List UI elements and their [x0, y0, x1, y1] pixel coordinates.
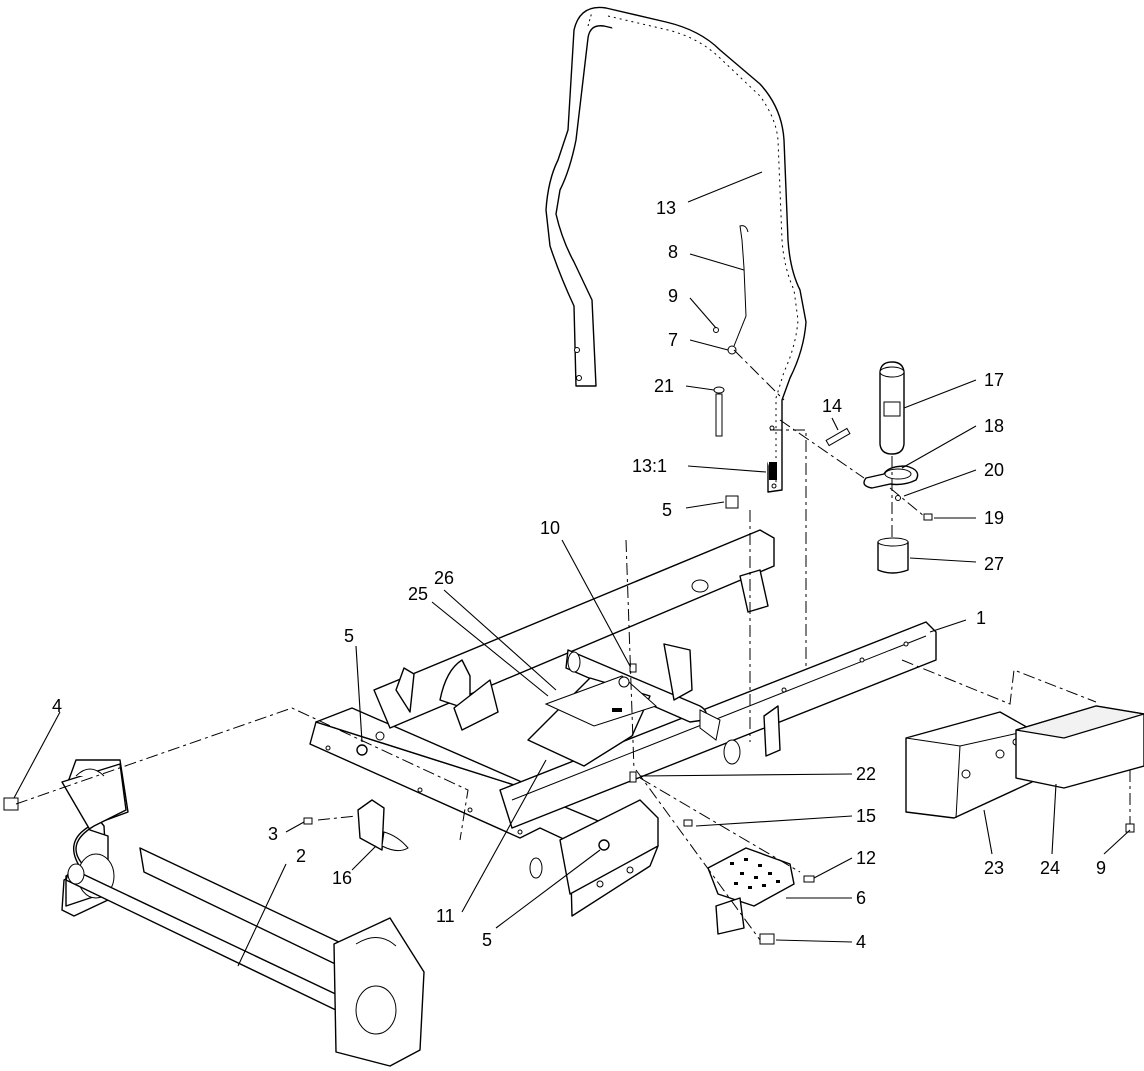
callout-5-bottom: 5: [482, 930, 492, 950]
rear-bumper: [61, 759, 425, 1067]
callout-21: 21: [654, 376, 674, 396]
callout-23: 23: [984, 858, 1004, 878]
callout-1: 1: [976, 608, 986, 628]
callout-5-left: 5: [344, 626, 354, 646]
callout-22: 22: [856, 764, 876, 784]
callout-18: 18: [984, 416, 1004, 436]
callout-17: 17: [984, 370, 1004, 390]
roll-bar: [545, 6, 807, 493]
callout-7: 7: [668, 330, 678, 350]
hook-rod: [713, 225, 749, 437]
callout-19: 19: [984, 508, 1004, 528]
callout-27: 27: [984, 554, 1004, 574]
callout-20: 20: [984, 460, 1004, 480]
callout-13-1: 13:1: [632, 456, 667, 476]
cup-holder-assembly: [825, 361, 933, 574]
leader-lines: [13, 171, 1131, 967]
callout-6: 6: [856, 888, 866, 908]
callout-11: 11: [436, 906, 455, 926]
callout-4-left: 4: [52, 696, 62, 716]
callout-4-bottom: 4: [856, 932, 866, 952]
callout-10: 10: [540, 518, 560, 538]
callout-13: 13: [656, 198, 676, 218]
callout-2: 2: [296, 846, 306, 866]
callout-14: 14: [822, 396, 842, 416]
main-frame: [309, 529, 937, 917]
phantom-lines: [15, 349, 1131, 941]
callout-26: 26: [434, 568, 454, 588]
small-parts: [3, 495, 815, 945]
decal-13-1: [769, 462, 777, 480]
callout-9-right: 9: [1096, 858, 1106, 878]
step-holes: [730, 858, 780, 889]
callout-12: 12: [856, 848, 876, 868]
callout-8: 8: [668, 242, 678, 262]
callout-15: 15: [856, 806, 876, 826]
tool-box: [905, 705, 1144, 833]
callout-24: 24: [1040, 858, 1060, 878]
callout-25: 25: [408, 584, 428, 604]
callout-3: 3: [268, 824, 278, 844]
callout-9-top: 9: [668, 286, 678, 306]
callout-labels: 13 8 9 7 21 13:1 5 14 17 18 20 19 27 1 1…: [52, 198, 1106, 952]
callout-16: 16: [332, 868, 352, 888]
callout-5-top: 5: [662, 500, 672, 520]
